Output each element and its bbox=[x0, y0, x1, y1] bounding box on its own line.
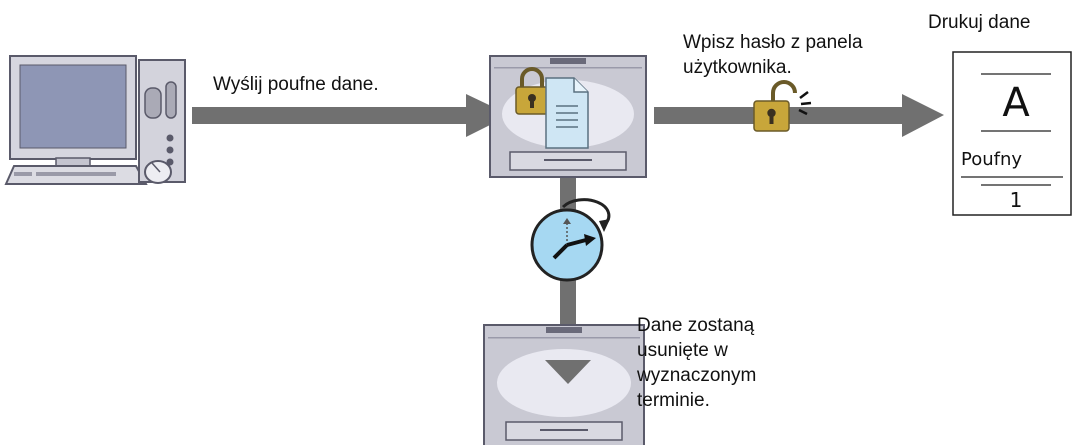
arrow-delete-head bbox=[545, 360, 591, 384]
label-enter-password: Wpisz hasło z panela użytkownika. bbox=[683, 32, 863, 78]
arrow-print bbox=[654, 94, 944, 137]
page-word: Poufny bbox=[961, 149, 1022, 170]
clock-icon bbox=[530, 198, 611, 282]
document-icon bbox=[545, 77, 589, 149]
printer-icon-bottom bbox=[483, 324, 645, 445]
computer-screen bbox=[19, 64, 127, 149]
label-send: Wyślij poufne dane. bbox=[213, 74, 379, 95]
arrow-send bbox=[192, 94, 510, 137]
label-deleted: Dane zostaną usunięte w wyznaczonym term… bbox=[637, 315, 757, 411]
printed-page: A Poufny 1 bbox=[952, 51, 1072, 216]
page-number: 1 bbox=[1010, 188, 1023, 212]
padlock-open-icon bbox=[753, 80, 812, 132]
page-letter: A bbox=[1002, 80, 1030, 126]
label-print: Drukuj dane bbox=[928, 12, 1031, 33]
desktop-computer-icon bbox=[4, 55, 186, 185]
